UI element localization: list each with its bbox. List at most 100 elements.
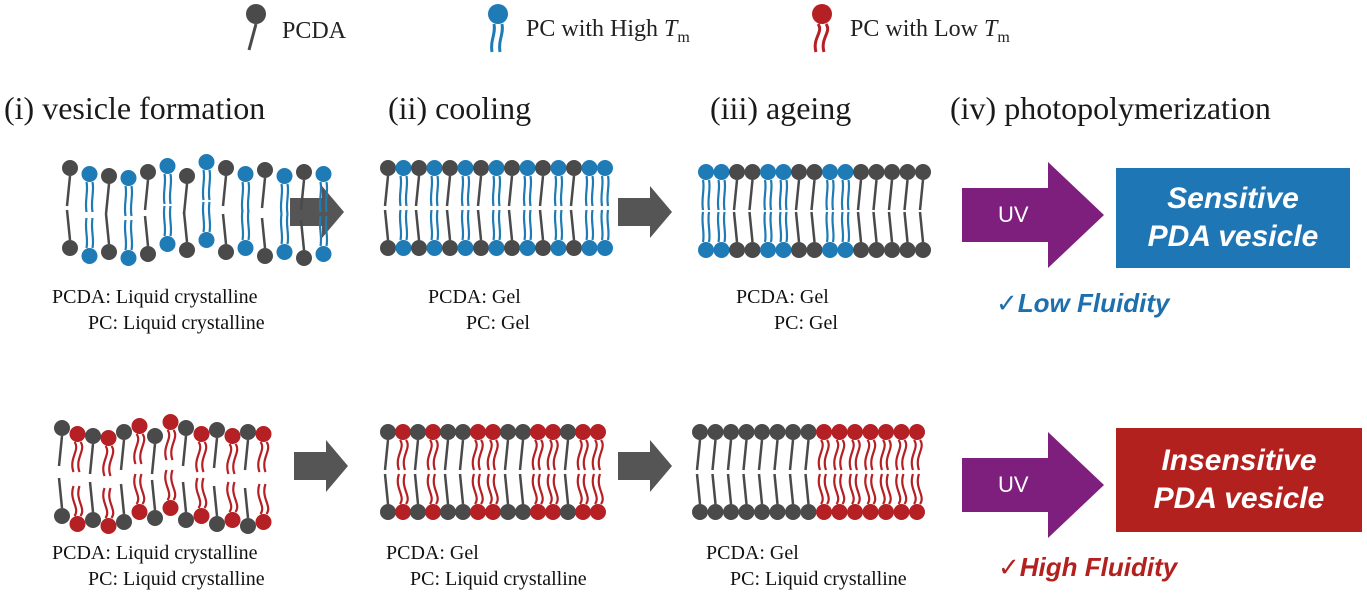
pc-high-tm-lipid [713,211,730,258]
pc-high-tm-lipid [760,211,776,258]
pc-low-tm-lipid [816,424,832,471]
pc-low-tm-lipid [575,473,591,520]
pc-high-tm-lipid [698,211,714,258]
pcda-lipid [566,160,582,207]
pcda-lipid [455,473,471,520]
pcda-lipid [744,211,761,258]
pc-low-tm-lipid [193,426,210,473]
pcda-lipid [738,424,755,471]
pcda-lipid [257,217,273,264]
pcda-lipid [915,164,931,211]
pc-low-tm-lipid [590,424,606,471]
bilayer-bottom-ageing [692,424,925,520]
pc-high-tm-lipid [120,170,137,217]
pcda-lipid [209,422,225,469]
pcda-lipid [500,473,516,520]
pcda-lipid [515,473,531,520]
pc-low-tm-lipid [425,424,441,471]
pc-high-tm-lipid [426,160,443,207]
pcda-lipid [410,473,426,520]
pcda-lipid [806,164,823,211]
pcda-lipid [729,211,745,258]
pc-low-tm-lipid [831,424,848,471]
legend-pc-high-icon [488,4,508,53]
pcda-lipid [868,211,885,258]
pcda-lipid [116,424,132,471]
pc-low-tm-lipid [224,481,241,528]
pc-high-tm-lipid [597,209,613,256]
pc-high-tm-lipid [837,164,854,211]
pcda-lipid [535,160,551,207]
pcda-lipid [296,219,312,266]
pcda-lipid [411,160,427,207]
pcda-lipid [560,424,576,471]
bottom-phase-pcda-3: PCDA: Gel [706,542,799,564]
pc-low-tm-lipid [847,473,863,520]
top-phase-pcda-1: PCDA: Liquid crystalline [52,286,258,308]
pc-high-tm-lipid [315,215,332,262]
legend-pc-low-label: PC with Low Tm [850,16,1010,47]
pcda-lipid [380,473,396,520]
pc-low-tm-lipid [425,473,441,520]
pcda-lipid [140,215,156,262]
pc-low-tm-lipid [100,430,117,477]
pc-low-tm-lipid [909,424,925,471]
bottom-phase-pcda-2: PCDA: Gel [386,542,479,564]
pcda-lipid [915,211,931,258]
step-title-ageing: (iii) ageing [710,90,852,126]
pcda-lipid [440,473,456,520]
pc-low-tm-lipid [131,473,148,520]
pc-high-tm-lipid [713,164,730,211]
insensitive-box-bg [1116,428,1362,532]
pc-high-tm-lipid [597,160,613,207]
sensitive-result-text: Sensitive PDA vesicle [1116,180,1350,256]
pcda-lipid [800,424,817,471]
pcda-lipid [769,473,786,520]
pcda-lipid [853,164,869,211]
pcda-lipid [785,473,801,520]
pc-high-tm-lipid [581,160,598,207]
pcda-lipid [729,164,745,211]
pcda-lipid [566,209,582,256]
pcda-lipid [769,424,786,471]
pcda-lipid [140,164,156,211]
pcda-lipid [455,424,471,471]
pc-low-tm-lipid [878,424,894,471]
pc-low-tm-lipid [847,424,863,471]
pcda-lipid [101,213,117,260]
pcda-lipid [218,160,234,207]
pc-high-tm-lipid [426,209,443,256]
pc-high-tm-lipid [519,209,536,256]
low-fluidity-label: ✓Low Fluidity [996,288,1170,318]
sensitive-line-2: PDA vesicle [1147,220,1319,253]
pcda-lipid [806,211,823,258]
pcda-lipid [504,209,520,256]
pcda-lipid [800,473,817,520]
pc-high-tm-lipid [581,209,598,256]
insensitive-line-2: PDA vesicle [1153,482,1325,515]
pc-low-tm-lipid [893,473,910,520]
pc-low-tm-lipid [395,473,411,520]
pc-low-tm-lipid [893,424,910,471]
pc-high-tm-lipid [237,166,254,213]
pc-low-tm-lipid [162,414,179,461]
pc-high-tm-lipid [822,164,838,211]
pcda-lipid [785,424,801,471]
pc-high-tm-lipid [822,211,838,258]
step-arrow-top-2 [618,186,672,238]
pcda-lipid [504,160,520,207]
pc-low-tm-lipid [816,473,832,520]
top-phase-pcda-2: PCDA: Gel [428,286,521,308]
pcda-lipid [380,209,396,256]
pcda-lipid [440,424,456,471]
pcda-lipid [147,479,163,526]
step-arrow-top-1 [290,186,344,238]
tm-symbol: T [984,16,998,42]
pc-low-tm-lipid [470,473,486,520]
pcda-lipid [296,164,312,211]
pcda-lipid [179,168,195,215]
top-phase-pc-2: PC: Gel [466,312,530,334]
step-arrow-bottom-1 [294,440,348,492]
pcda-lipid [54,477,70,524]
